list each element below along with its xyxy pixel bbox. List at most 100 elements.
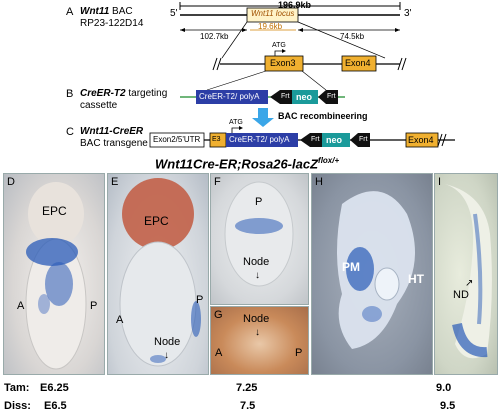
photo-f-node: Node bbox=[243, 256, 270, 268]
diss-label: Diss: bbox=[4, 400, 31, 412]
right-arm-label: 74.5kb bbox=[340, 32, 365, 41]
arrowhead bbox=[239, 126, 243, 130]
atg-arrow-c bbox=[231, 127, 241, 133]
panel-c-letter: C bbox=[66, 126, 74, 138]
construct-diagram bbox=[149, 2, 455, 148]
creer-box-c bbox=[226, 133, 298, 147]
exon4-label-c: Exon4 bbox=[408, 135, 434, 145]
targeting-line-left bbox=[206, 70, 267, 91]
frt2-arrow-c bbox=[350, 133, 358, 147]
tam-value-1: E6.25 bbox=[40, 382, 69, 394]
epc-region bbox=[28, 182, 84, 246]
frt2-box-c bbox=[358, 133, 370, 147]
stain-region bbox=[191, 301, 201, 337]
panel-a-title: Wnt11 BAC bbox=[80, 6, 133, 17]
photo-e-epc: EPC bbox=[144, 214, 169, 228]
zoom-line-right bbox=[297, 21, 386, 59]
embryo-e bbox=[119, 178, 201, 367]
break-mark bbox=[216, 57, 222, 71]
heart-region bbox=[374, 267, 400, 301]
embryo-body bbox=[337, 191, 415, 349]
bac-clone-id: RP23-122D14 bbox=[80, 18, 144, 29]
stain-region bbox=[38, 294, 50, 314]
neo-box-c bbox=[322, 133, 350, 147]
break-mark bbox=[212, 57, 218, 71]
atg-label-c: ATG bbox=[229, 119, 243, 126]
photo-h-pm: PM bbox=[342, 260, 360, 274]
photo-d-a: A bbox=[17, 300, 25, 312]
arrow-down-icon: ↓ bbox=[255, 270, 260, 281]
tam-value-3: 9.0 bbox=[436, 382, 452, 394]
photo-e-a: A bbox=[116, 314, 124, 326]
photo-d-p: P bbox=[90, 300, 98, 312]
frt-box bbox=[280, 90, 292, 104]
photo-i-nd: ND bbox=[453, 289, 469, 301]
arrowhead bbox=[298, 28, 303, 32]
stain-region bbox=[26, 238, 78, 266]
break-mark bbox=[437, 133, 443, 147]
photo-panel-i: I ↗ ND bbox=[434, 173, 498, 375]
break-mark bbox=[401, 57, 407, 71]
arrow-down-icon: ↓ bbox=[164, 350, 169, 361]
neo-box bbox=[292, 90, 318, 104]
transgene-title: Wnt11-CreER bbox=[80, 126, 144, 137]
arrowhead bbox=[395, 28, 400, 32]
cassette-suffix: targeting bbox=[125, 88, 168, 99]
photo-e-node: Node bbox=[154, 336, 181, 348]
photo-d-letter: D bbox=[7, 176, 15, 188]
frt2-arrow bbox=[318, 90, 326, 104]
locus-label: Wnt11 locus bbox=[251, 9, 295, 18]
creer-label: CreER-T2/ polyA bbox=[199, 92, 260, 101]
recombineering-label: BAC recombineering bbox=[278, 111, 368, 121]
exon4-box-c bbox=[405, 132, 439, 148]
genotype-sup: flox/+ bbox=[318, 156, 340, 165]
exon3-label: Exon3 bbox=[270, 58, 296, 68]
frt-label-c: Frt bbox=[311, 136, 320, 143]
exon2-label: Exon2/5'UTR bbox=[153, 135, 201, 144]
frt-box-c bbox=[310, 133, 322, 147]
tam-label: Tam: bbox=[4, 382, 30, 394]
exon3-box bbox=[264, 55, 304, 72]
photo-e-letter: E bbox=[111, 176, 119, 188]
photo-f-p: P bbox=[255, 196, 263, 208]
five-prime-label: 5' bbox=[170, 8, 178, 19]
e3-label: E3 bbox=[212, 136, 221, 143]
photo-f-letter: F bbox=[214, 176, 221, 188]
bac-suffix: BAC bbox=[109, 6, 133, 17]
targeting-line-right bbox=[301, 70, 327, 91]
creer-label-c: CreER-T2/ polyA bbox=[229, 135, 290, 144]
atg-label: ATG bbox=[272, 42, 286, 49]
frt-label: Frt bbox=[281, 93, 290, 100]
panel-b-letter: B bbox=[66, 88, 74, 100]
epc-region bbox=[122, 178, 194, 250]
frt-arrow-c bbox=[300, 133, 310, 147]
genotype-main: Wnt11Cre-ER;Rosa26-lacZ bbox=[155, 156, 319, 172]
exon4-box bbox=[341, 55, 377, 72]
diss-value-2: 7.5 bbox=[240, 400, 256, 412]
photo-e-p: P bbox=[196, 294, 204, 306]
atg-arrow bbox=[274, 50, 284, 56]
stain-region bbox=[452, 322, 488, 358]
frt2-box bbox=[326, 90, 338, 104]
arrowhead bbox=[282, 49, 286, 53]
cassette-gene: CreER-T2 bbox=[80, 88, 126, 99]
photo-g-letter: G bbox=[214, 309, 223, 321]
arrowhead bbox=[242, 28, 247, 32]
photo-panel-h: H PM HT bbox=[311, 173, 433, 375]
panel-a-letter: A bbox=[66, 6, 74, 18]
total-size-label: 196.9kb bbox=[278, 0, 312, 10]
stain-region bbox=[362, 306, 382, 322]
break-mark bbox=[397, 57, 403, 71]
embryo-d bbox=[25, 182, 87, 370]
photo-panel-e: E EPC A P Node ↓ bbox=[107, 173, 209, 375]
cassette-line2: cassette bbox=[80, 100, 118, 111]
photo-panel-g: G Node ↓ A P bbox=[210, 306, 309, 375]
photo-d-epc: EPC bbox=[42, 204, 67, 218]
embryo-i bbox=[445, 184, 492, 359]
recombineering-arrow-shaft bbox=[258, 108, 268, 118]
arrow-down-icon: ↓ bbox=[255, 327, 260, 338]
exon2-box bbox=[149, 132, 205, 148]
stain-region bbox=[150, 355, 166, 363]
stain-region bbox=[346, 247, 374, 291]
photo-g-p: P bbox=[295, 347, 303, 359]
